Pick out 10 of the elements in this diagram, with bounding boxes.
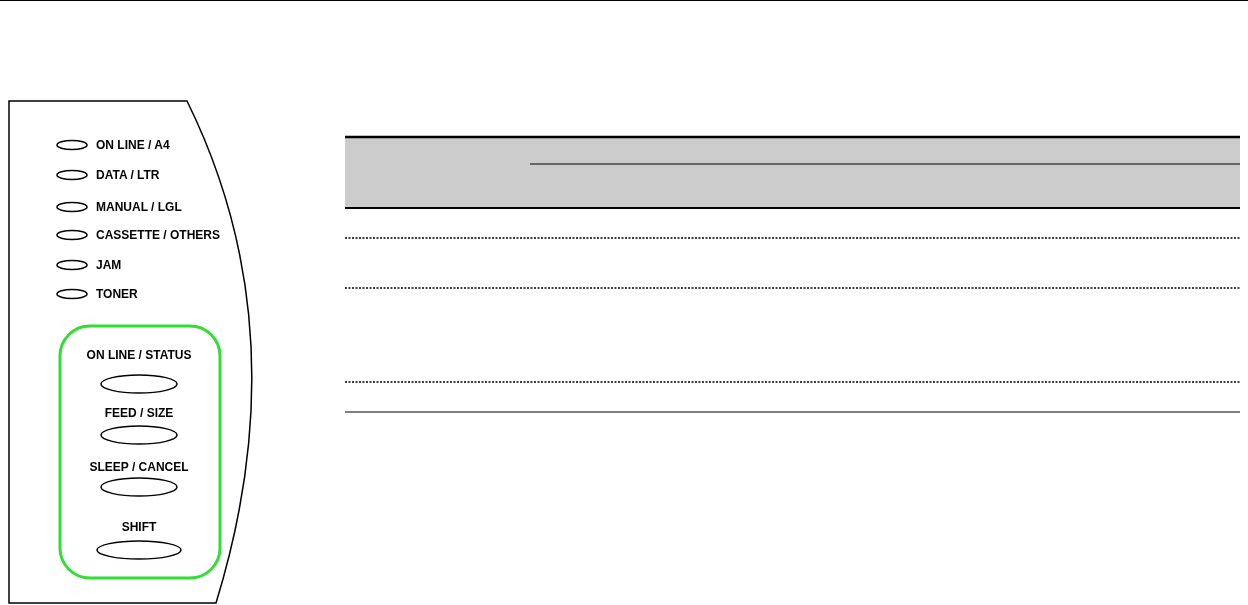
indicator-label: MANUAL / LGL: [96, 201, 182, 213]
button-label: FEED / SIZE: [104, 407, 174, 419]
button-label: ON LINE / STATUS: [86, 349, 192, 361]
indicator-label: ON LINE / A4: [96, 139, 170, 151]
indicator-label: CASSETTE / OTHERS: [96, 229, 220, 241]
indicator-label: DATA / LTR: [96, 169, 160, 181]
indicator-label: JAM: [96, 259, 122, 271]
indicator-label: TONER: [96, 288, 138, 300]
button-label: SHIFT: [121, 521, 157, 533]
button-label: SLEEP / CANCEL: [89, 461, 189, 473]
